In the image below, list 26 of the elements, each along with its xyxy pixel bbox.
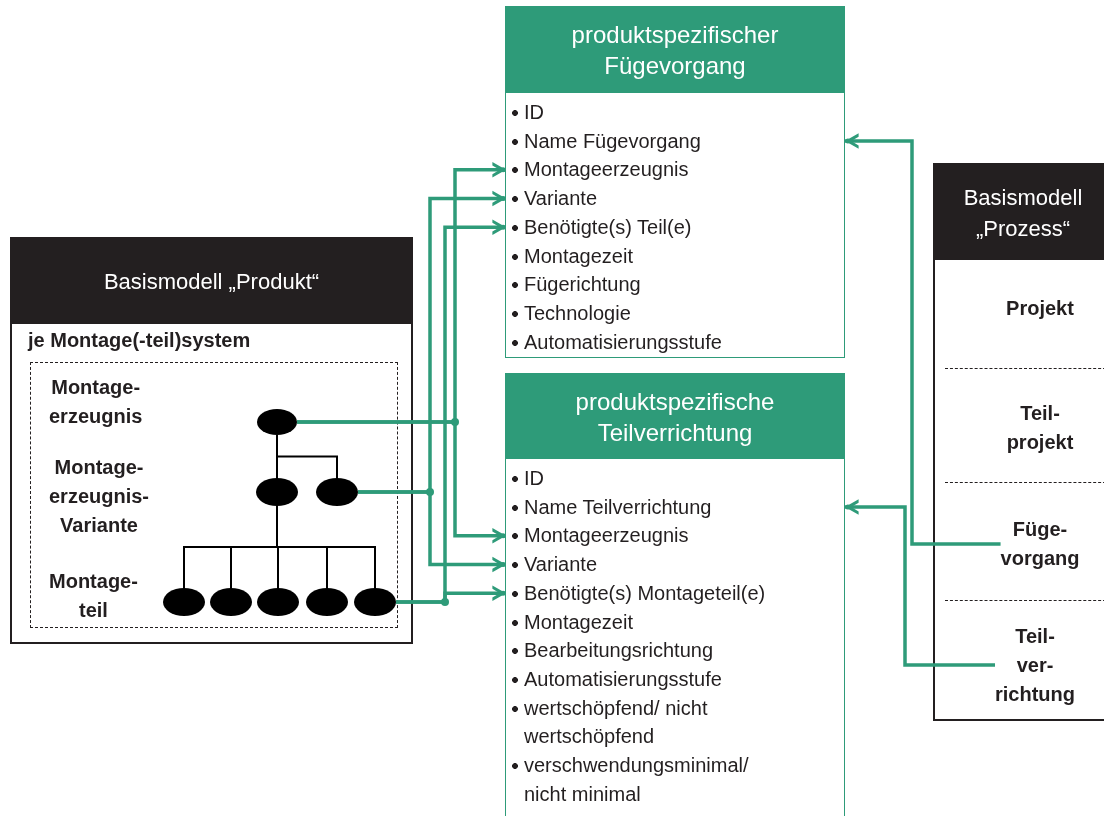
tree-node bbox=[316, 478, 358, 506]
tree-node bbox=[163, 588, 205, 616]
process-level: Teil- ver- richtung bbox=[995, 621, 1075, 709]
panel-subtitle: je Montage(-teil)system bbox=[28, 329, 252, 352]
model-panel bbox=[10, 237, 413, 644]
process-level: Füge- vorgang bbox=[1000, 515, 1080, 573]
entity-box bbox=[505, 373, 845, 816]
connector-line bbox=[276, 434, 338, 479]
level-label: Montage- erzeugnis bbox=[49, 375, 143, 429]
tree-node bbox=[256, 478, 298, 506]
tree-node bbox=[257, 409, 297, 435]
process-level: Teil- projekt bbox=[1006, 399, 1074, 457]
entity-box bbox=[505, 6, 845, 358]
level-label: Montage- teil bbox=[49, 569, 138, 623]
box-heading: Basismodell „Prozess“ bbox=[935, 165, 1104, 260]
tree-node bbox=[306, 588, 348, 616]
process-level: Projekt bbox=[1006, 293, 1074, 323]
dashed-frame bbox=[30, 362, 398, 628]
level-label: Montage- erzeugnis- Variante bbox=[49, 455, 149, 538]
tree-node bbox=[210, 588, 252, 616]
tree-node bbox=[354, 588, 396, 616]
model-panel bbox=[933, 163, 1104, 721]
box-heading: produktspezifische Teilverrichtung bbox=[506, 374, 844, 459]
tree-node bbox=[257, 588, 299, 616]
box-heading: produktspezifischer Fügevorgang bbox=[506, 7, 844, 93]
box-heading: Basismodell „Produkt“ bbox=[12, 239, 411, 324]
